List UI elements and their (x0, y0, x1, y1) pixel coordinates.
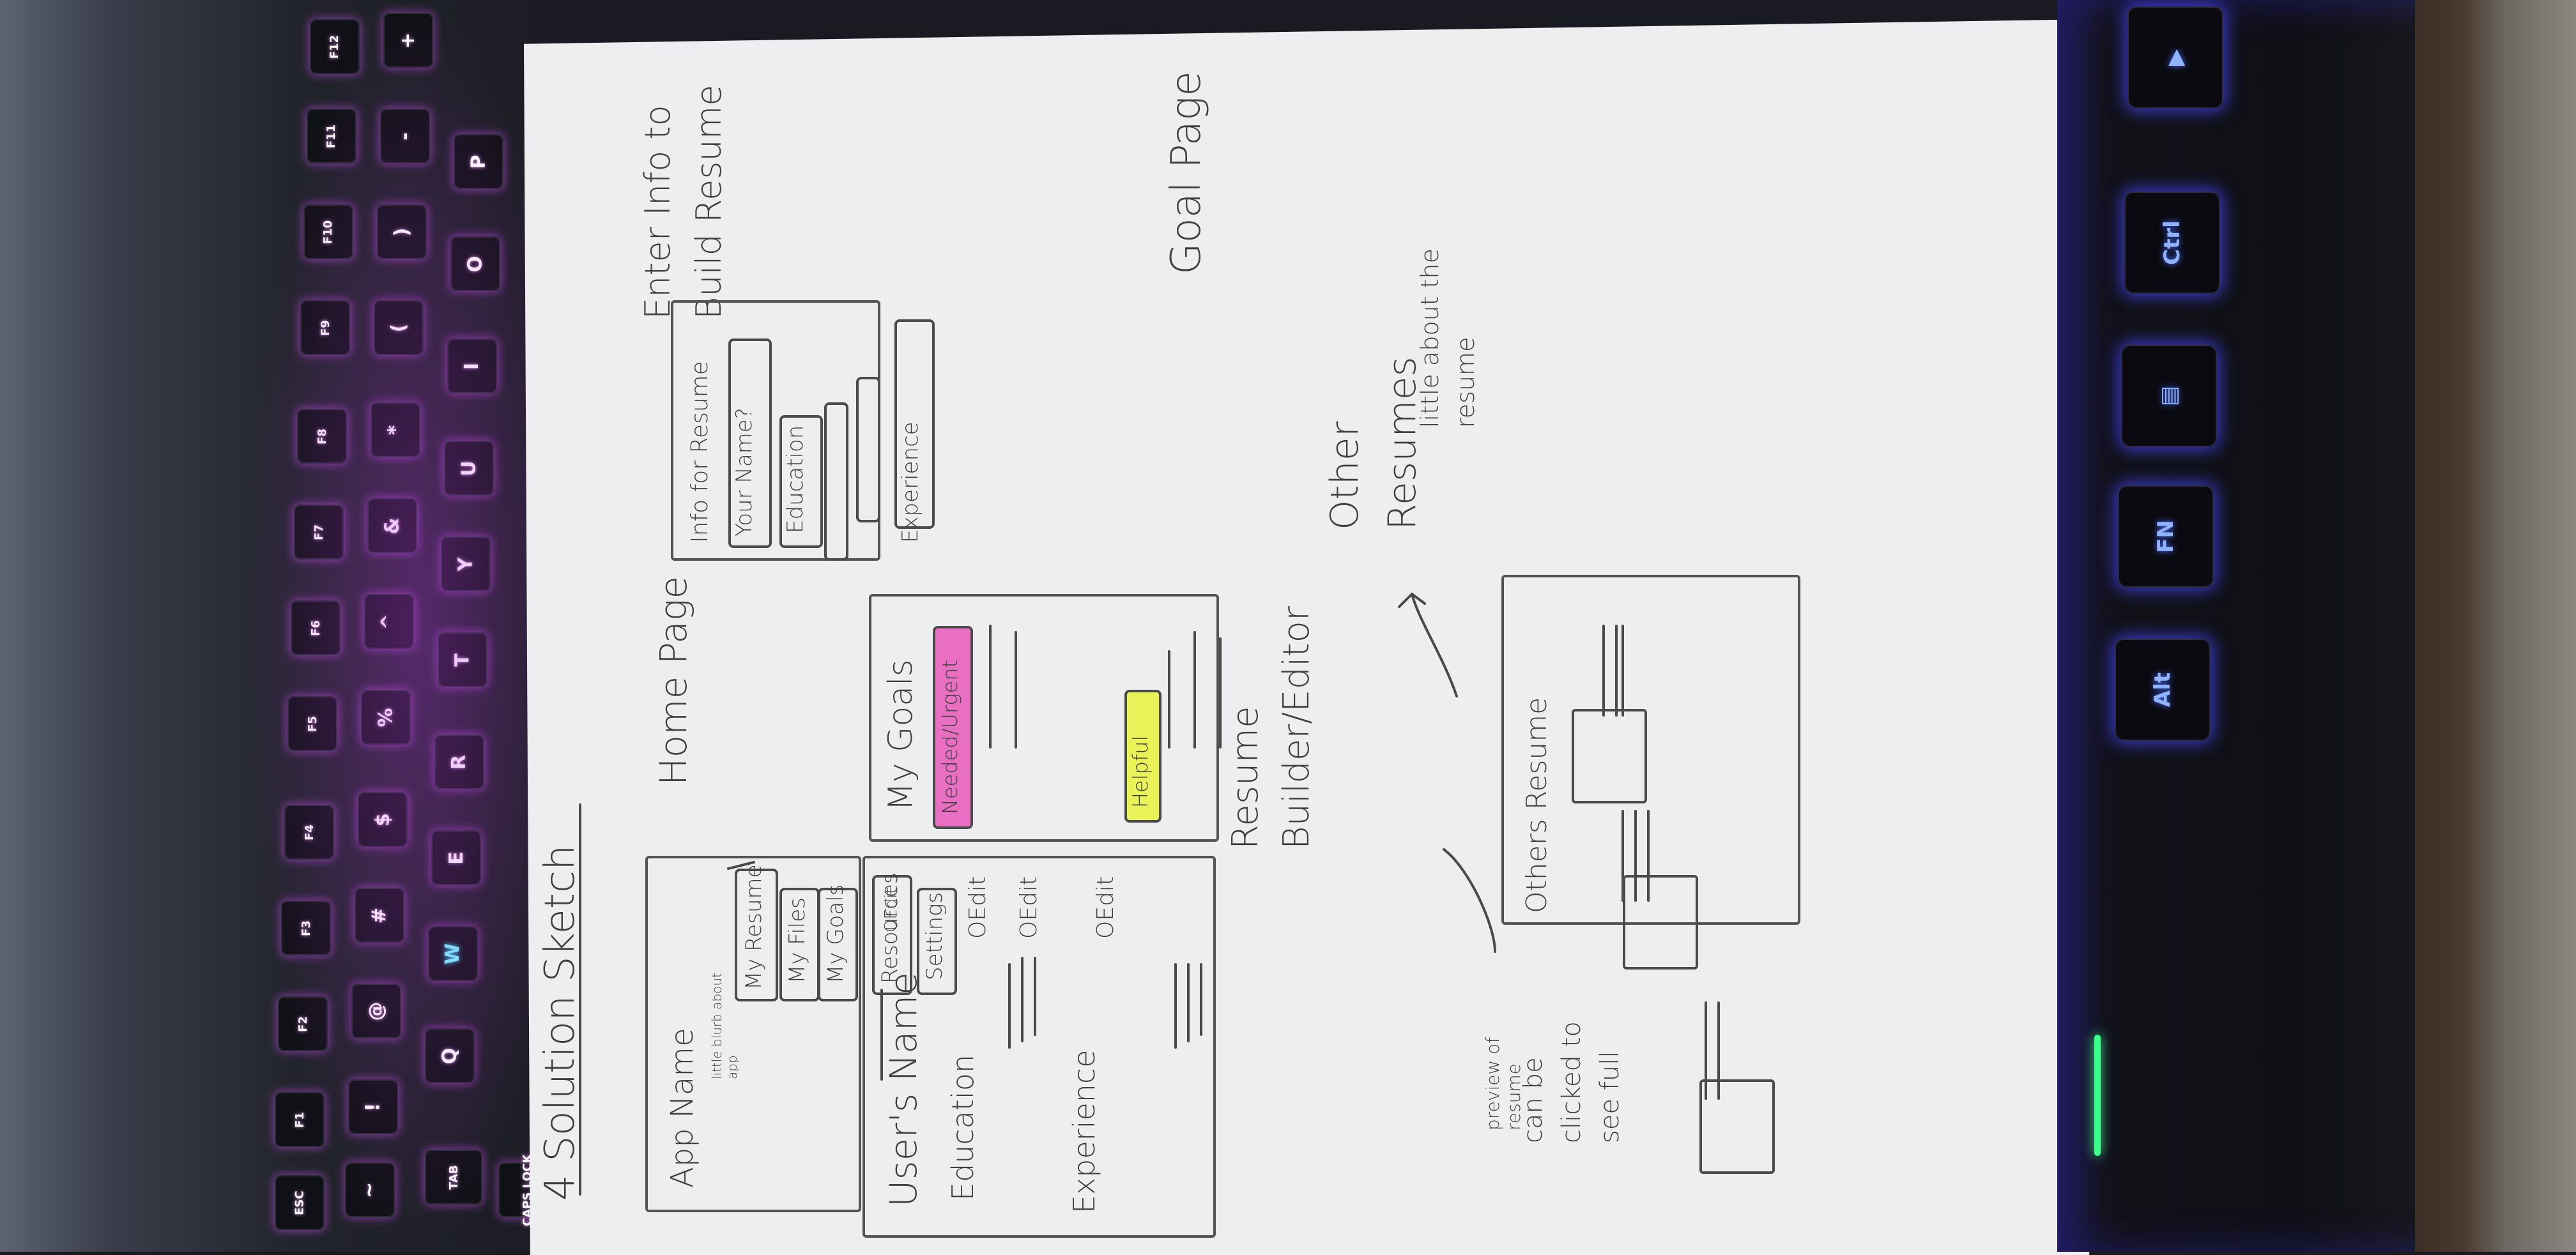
key-f1: F1 (275, 1092, 325, 1147)
menu-icon: ▤ (2156, 385, 2182, 407)
menu-my-files: My Files (785, 897, 810, 984)
info-dropdown-b (856, 377, 880, 522)
resume-preview-1[interactable] (1572, 709, 1647, 803)
key-e: E (431, 830, 481, 885)
key-1: ! (348, 1079, 398, 1134)
home-app-name: App Name (664, 1028, 700, 1188)
desk-edge (2415, 0, 2576, 1252)
others-heading: Others Resume (1521, 697, 1553, 913)
menu-my-goals: My Goals (823, 884, 848, 984)
builder-experience: Experience (1067, 1049, 1101, 1213)
key-f4: F4 (284, 805, 334, 860)
key-f8: F8 (297, 409, 347, 464)
info-heading: Info for Resume (687, 361, 713, 543)
key-o: O (450, 236, 500, 291)
pencil-lines (579, 593, 1720, 1196)
builder-education: Education (946, 1054, 980, 1201)
goals-caption: Goal Page (1163, 71, 1210, 275)
others-note-click: can be clicked to see full (1519, 1021, 1625, 1143)
key-4: $ (358, 792, 408, 847)
key-f2: F2 (278, 996, 328, 1051)
key-ctrl: Ctrl (2124, 192, 2220, 294)
key-3: # (355, 888, 404, 943)
goals-urgent-label: Needed/Urgent (938, 659, 962, 814)
resume-preview-3[interactable] (1699, 1079, 1775, 1174)
key-plus: + (383, 13, 433, 68)
key-f11: F11 (307, 109, 356, 164)
home-caption: Home Page (652, 575, 695, 786)
key-alt: Alt (2115, 639, 2211, 741)
arrow-icon: ▶ (2163, 49, 2188, 66)
key-7: & (367, 498, 417, 553)
key-0: ) (377, 204, 427, 259)
key-2: @ (351, 984, 401, 1038)
key-f6: F6 (291, 600, 341, 655)
menu-my-resume-box (735, 869, 778, 1001)
sketch-paper (524, 19, 2096, 1255)
goals-heading: My Goals (882, 659, 920, 811)
key-6: ^ (364, 594, 414, 649)
key-5: % (361, 690, 411, 745)
key-esc: ESC (275, 1175, 325, 1230)
menu-my-goals-box (818, 888, 858, 1001)
goals-urgent-tag (933, 626, 973, 829)
info-caption: Enter Info to Build Resume (638, 84, 729, 319)
builder-caption: Resume Builder/Editor (1225, 606, 1317, 849)
key-8: * (371, 402, 420, 457)
key-9: ( (374, 300, 424, 355)
others-wireframe (1501, 575, 1800, 925)
key-f7: F7 (294, 505, 344, 559)
key-menu: ▤ (2121, 345, 2217, 447)
keyboard: ESC F1 F2 F3 F4 F5 F6 F7 F8 F9 F10 F11 F… (0, 0, 537, 1252)
home-wireframe (645, 856, 861, 1212)
key-f9: F9 (300, 300, 350, 355)
status-led (2094, 1035, 2101, 1156)
key-minus: - (380, 109, 430, 164)
key-q: Q (425, 1028, 475, 1083)
builder-edit-small: OEdit (882, 887, 901, 932)
builder-edit-education: OEdit (965, 876, 991, 939)
info-dropdown-a (824, 402, 848, 561)
goals-helpful-tag (1124, 690, 1162, 823)
key-f5: F5 (288, 696, 337, 751)
key-arrow: ▶ (2128, 6, 2223, 109)
info-field-education-box (779, 415, 823, 548)
builder-wireframe (862, 856, 1216, 1238)
key-p: P (454, 134, 503, 189)
menu-resources-box (872, 875, 912, 995)
builder-edit-experience-1: OEdit (1016, 876, 1042, 939)
key-i: I (447, 338, 497, 393)
others-note-about: little about the resume (1416, 248, 1480, 428)
info-field-experience-box (894, 319, 935, 529)
key-f12: F12 (310, 19, 360, 74)
key-fn: FN (2118, 485, 2214, 588)
goals-wireframe (869, 594, 1219, 842)
menu-settings-box (917, 888, 957, 995)
key-r: R (434, 734, 484, 789)
goals-helpful-label: Helpful (1128, 735, 1153, 808)
builder-user-name: User's Name (882, 972, 925, 1207)
menu-my-resume: My Resume (741, 864, 767, 990)
resume-preview-2[interactable] (1623, 875, 1698, 970)
key-tilde: ~ (345, 1162, 395, 1217)
info-field-education: Education (783, 425, 808, 533)
key-f3: F3 (281, 901, 331, 955)
key-u: U (444, 441, 494, 496)
key-tab: TAB (425, 1150, 482, 1205)
keyboard-right-edge: Alt FN ▤ Ctrl ▶ (2057, 0, 2453, 1252)
key-y: Y (441, 536, 491, 591)
paper-content: 4 Solution Sketch Home Page (524, 19, 2096, 1255)
builder-edit-experience-2: OEdit (1092, 876, 1119, 939)
key-f10: F10 (303, 204, 353, 259)
info-field-name-box (728, 338, 772, 548)
key-t: T (438, 632, 487, 687)
info-field-experience: Experience (898, 422, 923, 543)
key-w: W (428, 926, 478, 981)
